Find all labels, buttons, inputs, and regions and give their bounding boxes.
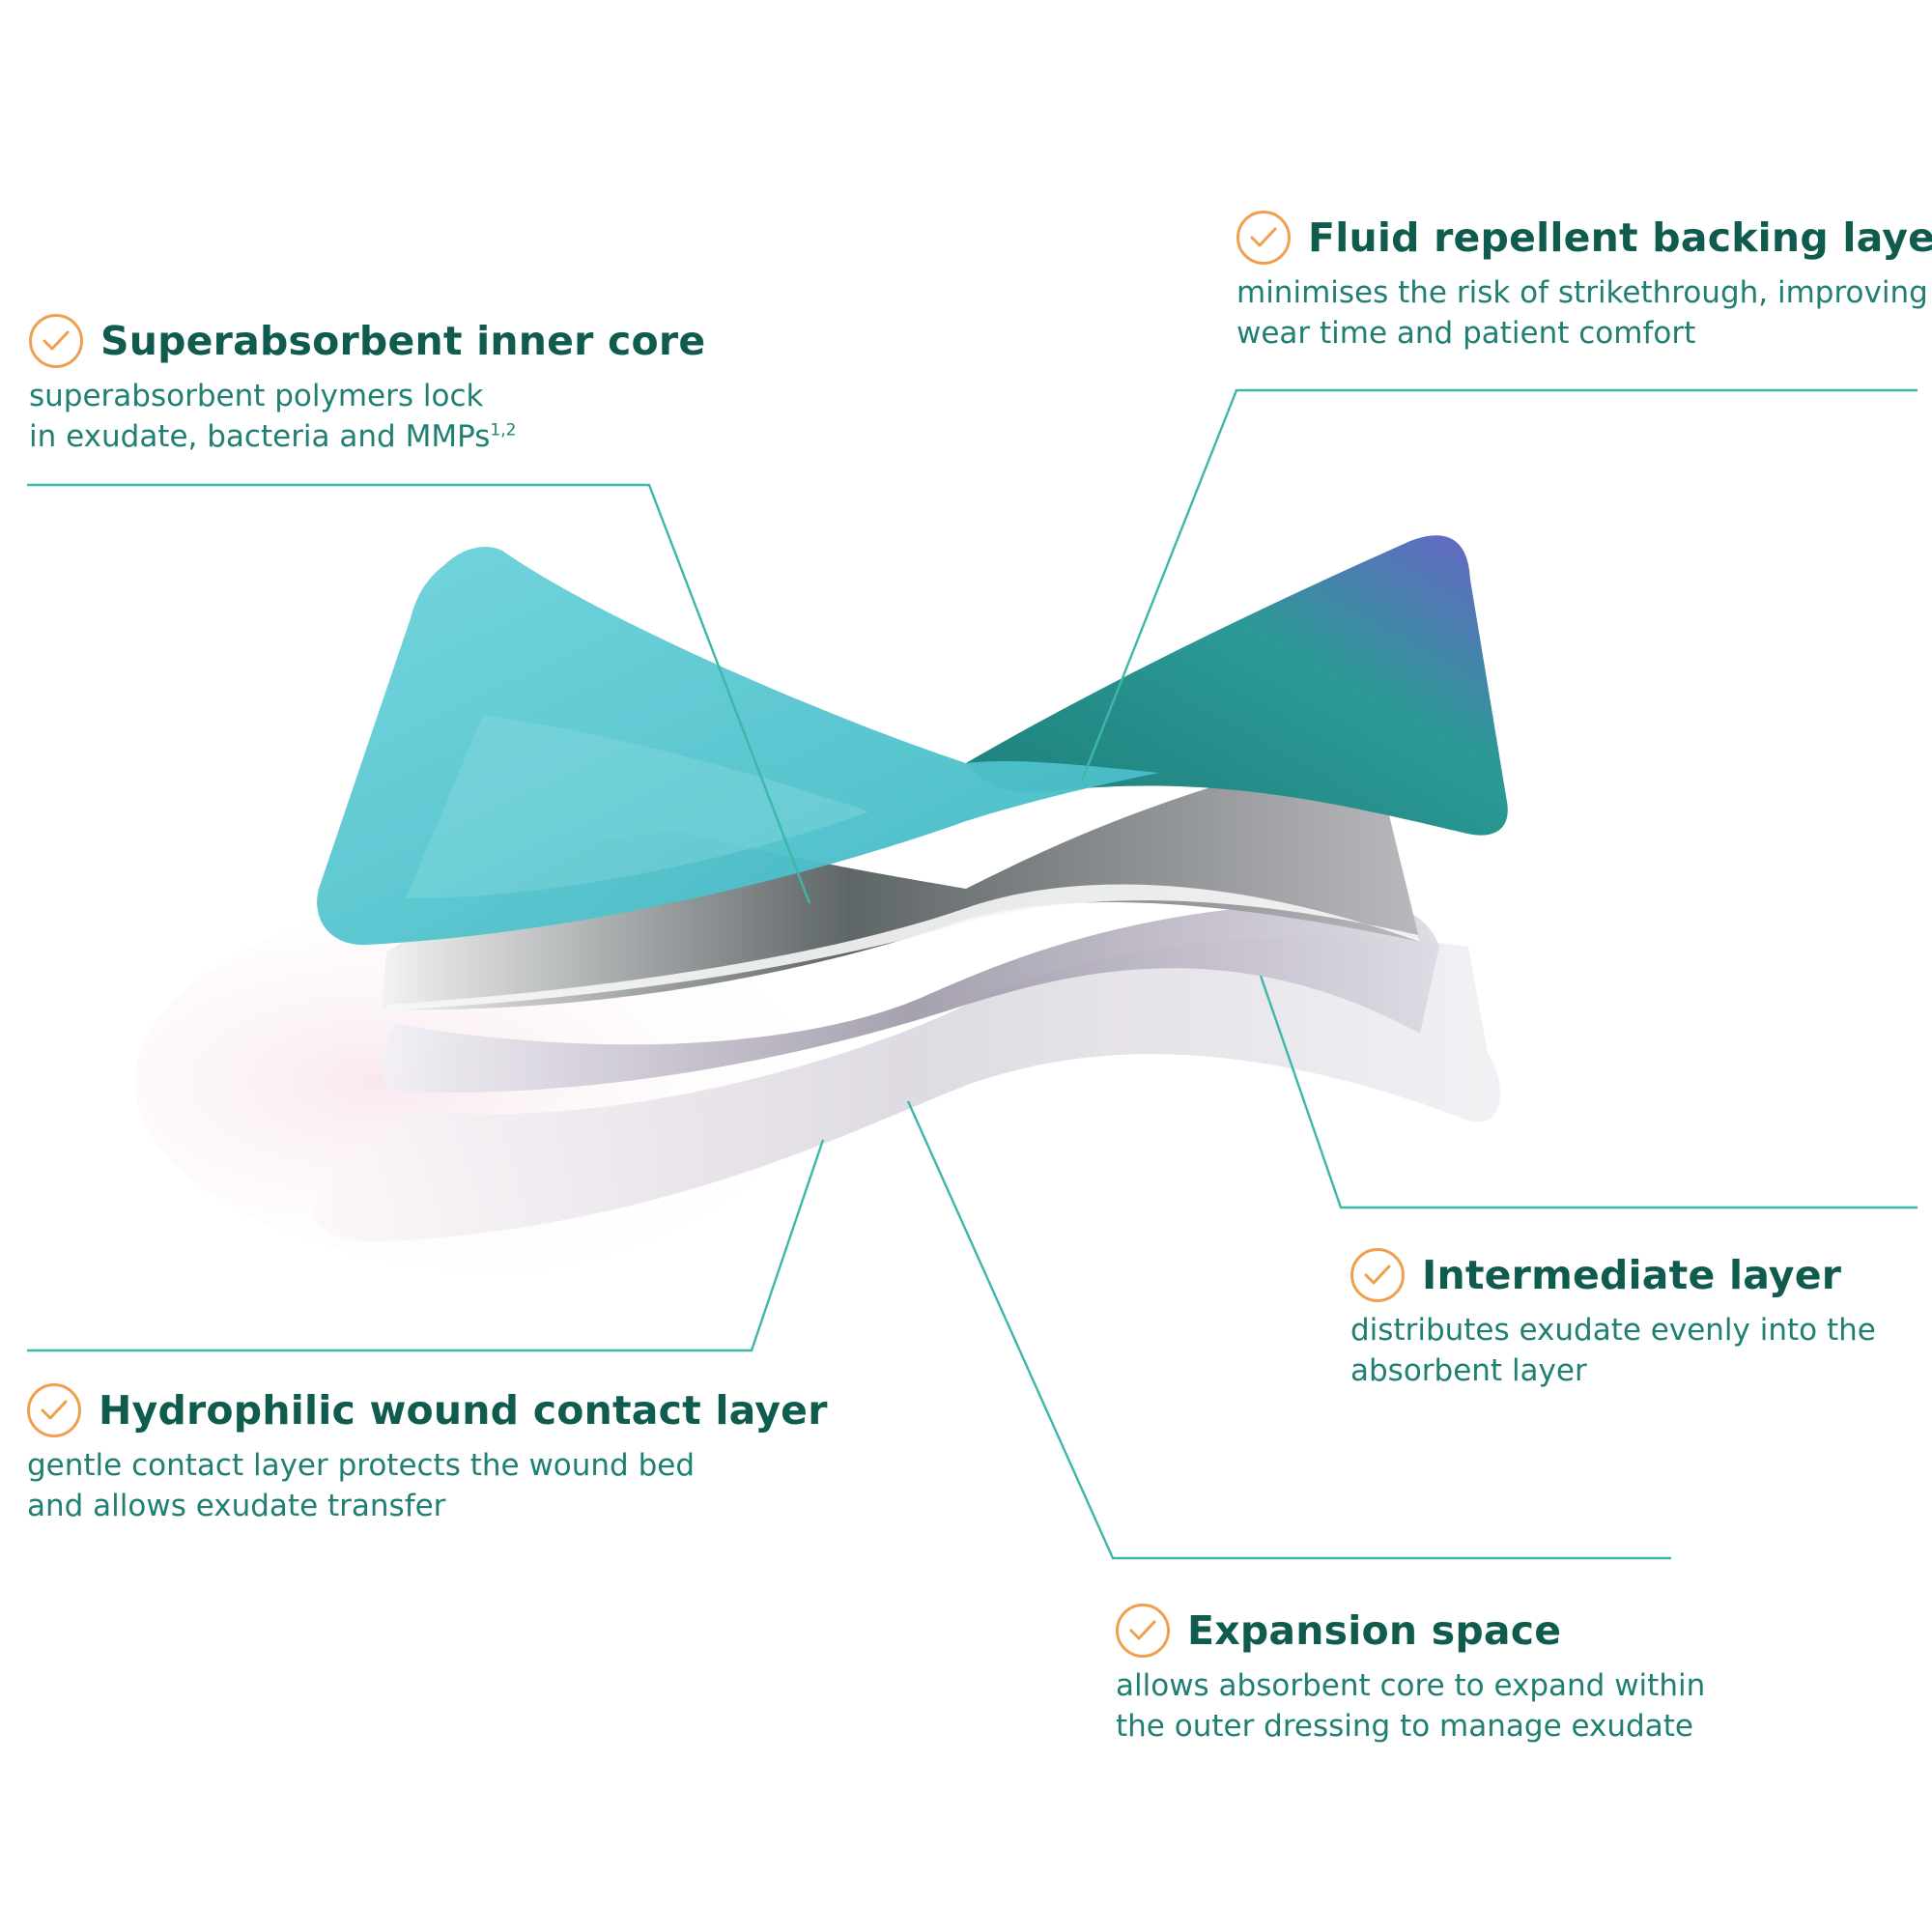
- callout-expansion-head: Expansion space: [1116, 1604, 1705, 1658]
- callout-expansion-title: Expansion space: [1187, 1607, 1562, 1654]
- callout-intermediate-description: distributes exudate evenly into the abso…: [1350, 1310, 1876, 1391]
- check-circle-icon: [1350, 1248, 1405, 1302]
- core-layer-highlight: [384, 884, 1420, 1010]
- callout-expansion-line1: allows absorbent core to expand within: [1116, 1668, 1706, 1703]
- callout-intermediate-line2: absorbent layer: [1350, 1353, 1587, 1388]
- callout-fluid-repellent-description: minimises the risk of strikethrough, imp…: [1236, 272, 1932, 354]
- callout-fluid-repellent-line2: wear time and patient comfort: [1236, 316, 1696, 351]
- callout-fluid-repellent-line1: minimises the risk of strikethrough, imp…: [1236, 275, 1928, 310]
- callout-fluid-repellent: Fluid repellent backing layer minimises …: [1236, 211, 1932, 354]
- callout-hydrophilic-description: gentle contact layer protects the wound …: [27, 1445, 828, 1526]
- callout-superabsorbent-title: Superabsorbent inner core: [100, 318, 706, 364]
- callout-superabsorbent-line2: in exudate, bacteria and MMPs: [29, 419, 491, 454]
- leader-hydrophilic: [27, 1139, 825, 1352]
- callout-hydrophilic-line2: and allows exudate transfer: [27, 1489, 446, 1523]
- check-circle-icon: [29, 314, 83, 368]
- callout-fluid-repellent-head: Fluid repellent backing layer: [1236, 211, 1932, 265]
- callout-superabsorbent-description: superabsorbent polymers lock in exudate,…: [29, 376, 705, 457]
- callout-superabsorbent: Superabsorbent inner core superabsorbent…: [29, 314, 705, 457]
- leader-expansion: [906, 1100, 1671, 1560]
- callout-superabsorbent-line2-wrap: in exudate, bacteria and MMPs1,2: [29, 416, 705, 457]
- callout-expansion: Expansion space allows absorbent core to…: [1116, 1604, 1705, 1747]
- check-circle-icon: [27, 1383, 81, 1437]
- leader-lines: [27, 388, 1918, 1560]
- callout-hydrophilic-title: Hydrophilic wound contact layer: [99, 1387, 828, 1434]
- check-circle-icon: [1236, 211, 1291, 265]
- callout-intermediate-title: Intermediate layer: [1422, 1252, 1842, 1298]
- backing-layer-left-shape: [317, 546, 1159, 946]
- callout-hydrophilic: Hydrophilic wound contact layer gentle c…: [27, 1383, 828, 1526]
- callout-intermediate-head: Intermediate layer: [1350, 1248, 1876, 1302]
- callout-intermediate-line1: distributes exudate evenly into the: [1350, 1313, 1876, 1348]
- core-layer-shape: [382, 744, 1420, 1010]
- leader-superabsorbent: [27, 483, 811, 904]
- callout-hydrophilic-line1: gentle contact layer protects the wound …: [27, 1448, 696, 1483]
- backing-layer-right-shape: [966, 535, 1508, 836]
- intermediate-layer-shape: [382, 902, 1439, 1094]
- leader-intermediate: [1259, 975, 1918, 1209]
- callout-fluid-repellent-title: Fluid repellent backing layer: [1308, 214, 1932, 261]
- contact-layer-shape: [314, 936, 1501, 1242]
- leader-fluid-repellent: [1080, 388, 1918, 781]
- callout-hydrophilic-head: Hydrophilic wound contact layer: [27, 1383, 828, 1437]
- check-circle-icon: [1116, 1604, 1170, 1658]
- callout-intermediate: Intermediate layer distributes exudate e…: [1350, 1248, 1876, 1391]
- callout-expansion-line2: the outer dressing to manage exudate: [1116, 1709, 1693, 1744]
- backing-layer-left-panel: [406, 715, 869, 898]
- callout-superabsorbent-line1: superabsorbent polymers lock: [29, 379, 484, 413]
- callout-superabsorbent-head: Superabsorbent inner core: [29, 314, 705, 368]
- citation-superscript: 1,2: [490, 420, 517, 440]
- callout-expansion-description: allows absorbent core to expand within t…: [1116, 1665, 1705, 1747]
